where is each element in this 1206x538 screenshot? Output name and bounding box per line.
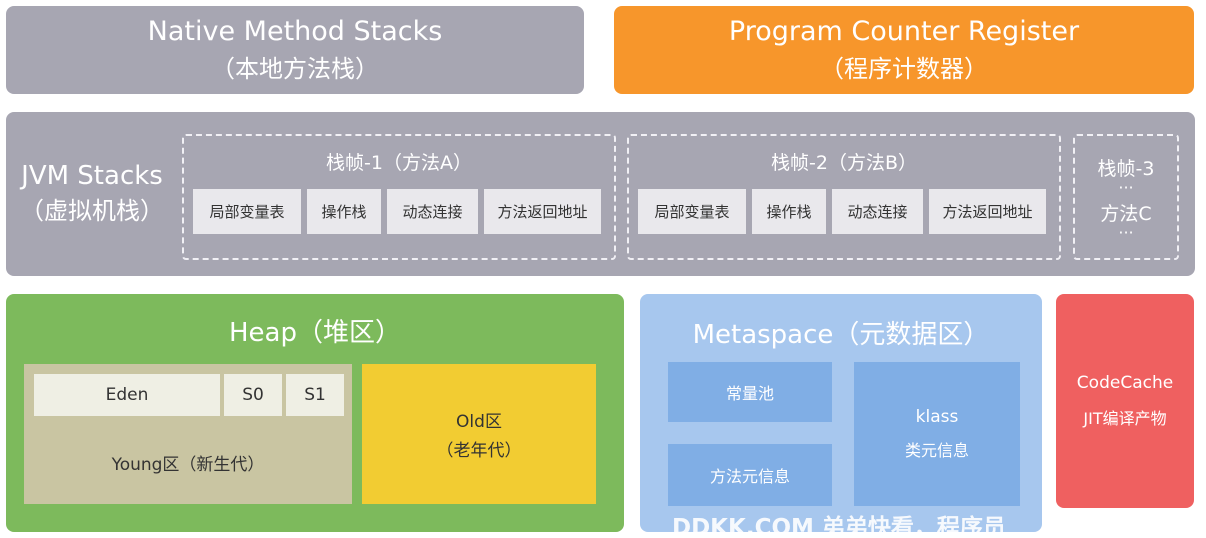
stack-frame-3-method: 方法C [1100, 203, 1152, 225]
metaspace-title: Metaspace（元数据区） [692, 320, 990, 350]
program-counter-register-panel: Program Counter Register （程序计数器） [614, 6, 1194, 94]
method-metadata: 方法元信息 [668, 444, 832, 506]
pc-register-subtitle: （程序计数器） [820, 55, 988, 83]
jvm-stacks-label: JVM Stacks （虚拟机栈） [6, 157, 178, 229]
klass-meta-label: 类元信息 [904, 441, 969, 460]
frame2-local-vars: 局部变量表 [638, 189, 746, 234]
frame1-dynamic-link: 动态连接 [387, 189, 478, 234]
klass-label: klass [915, 407, 959, 427]
stack-frame-1-title: 栈帧-1（方法A） [326, 152, 472, 174]
young-label: Young区（新生代） [111, 455, 265, 475]
jvm-stacks-panel: JVM Stacks （虚拟机栈） 栈帧-1（方法A） 局部变量表 操作栈 动态… [6, 112, 1195, 276]
watermark-text: DDKK.COM 弟弟快看，程序员 [672, 515, 1006, 538]
constant-pool: 常量池 [668, 362, 832, 422]
stack-frame-2-title: 栈帧-2（方法B） [771, 152, 917, 174]
stack-frame-3-title: 栈帧-3 [1097, 158, 1155, 180]
old-title: Old区 [456, 412, 502, 432]
heap-panel: Heap（堆区） Eden S0 S1 Young区（新生代） Old区 （老年… [6, 294, 624, 532]
native-stacks-title: Native Method Stacks [147, 16, 443, 47]
young-generation: Eden S0 S1 Young区（新生代） [24, 364, 352, 504]
survivor-s0: S0 [224, 374, 282, 416]
frame2-return-address: 方法返回地址 [929, 189, 1046, 234]
codecache-panel: CodeCache JIT编译产物 [1056, 294, 1194, 508]
eden-space: Eden [34, 374, 220, 416]
survivor-s1: S1 [286, 374, 344, 416]
constant-pool-label: 常量池 [725, 384, 774, 403]
jvm-stacks-title: JVM Stacks [21, 160, 163, 191]
stack-frame-1: 栈帧-1（方法A） 局部变量表 操作栈 动态连接 方法返回地址 [182, 134, 616, 260]
old-subtitle: （老年代） [436, 441, 522, 461]
old-generation: Old区 （老年代） [362, 364, 596, 504]
metaspace-panel: Metaspace（元数据区） 常量池 方法元信息 klass 类元信息 [640, 294, 1042, 532]
stack-frame-3-dots-top: ··· [1118, 178, 1134, 197]
frame1-return-address: 方法返回地址 [484, 189, 601, 234]
codecache-subtitle: JIT编译产物 [1083, 409, 1167, 428]
stack-frame-3-dots-bottom: ··· [1118, 223, 1134, 242]
frame2-operand-stack: 操作栈 [752, 189, 826, 234]
pc-register-title: Program Counter Register [728, 16, 1080, 47]
native-stacks-subtitle: （本地方法栈） [211, 55, 379, 83]
frame1-operand-stack: 操作栈 [307, 189, 381, 234]
jvm-stacks-subtitle: （虚拟机栈） [20, 196, 164, 225]
codecache-title: CodeCache [1076, 373, 1174, 393]
native-method-stacks-panel: Native Method Stacks （本地方法栈） [6, 6, 584, 94]
stack-frame-2: 栈帧-2（方法B） 局部变量表 操作栈 动态连接 方法返回地址 [627, 134, 1061, 260]
klass-metadata: klass 类元信息 [854, 362, 1020, 506]
method-metadata-label: 方法元信息 [709, 467, 790, 486]
frame1-local-vars: 局部变量表 [193, 189, 301, 234]
frame2-dynamic-link: 动态连接 [832, 189, 923, 234]
heap-title: Heap（堆区） [229, 318, 401, 348]
stack-frame-3: 栈帧-3 ··· 方法C ··· [1073, 134, 1179, 260]
